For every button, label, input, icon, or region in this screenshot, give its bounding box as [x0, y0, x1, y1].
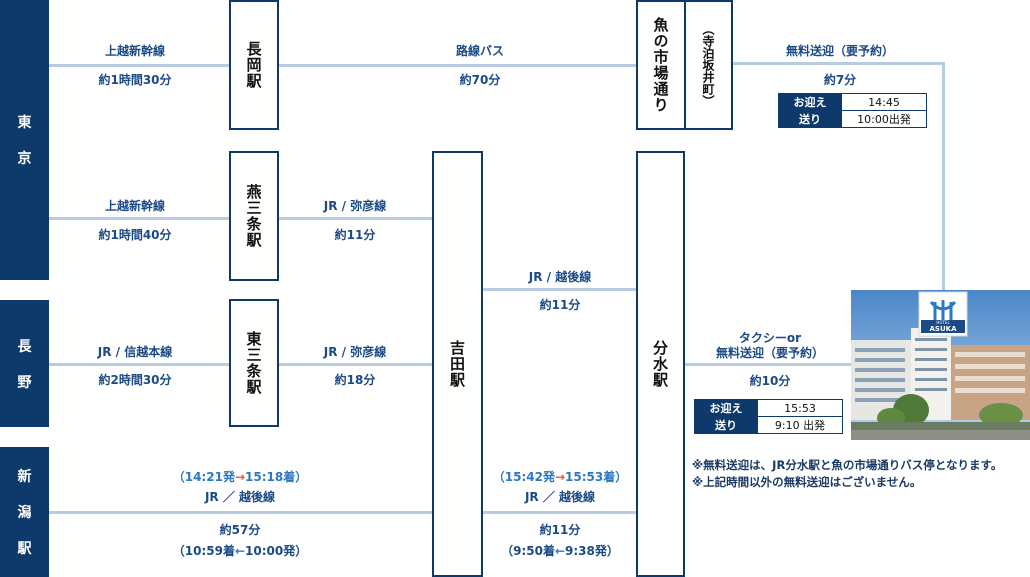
- origin-nagano: 長 野: [0, 300, 49, 427]
- pickup-time: 14:45: [841, 93, 927, 111]
- arrival-time: 9:50着: [513, 544, 555, 558]
- origin-char: 東: [17, 115, 32, 131]
- origin-char: 長: [17, 338, 32, 355]
- origin-niigata: 新 潟 駅: [0, 447, 49, 577]
- route-line-sakana-hotel-vertical: [942, 62, 945, 292]
- route-line-tsubame-yoshida: [278, 217, 433, 220]
- hotel-building-image: HOTEL ASUKA: [851, 290, 1030, 440]
- train-return-times: （9:50着←9:38発）: [501, 544, 619, 558]
- station-higashi-sanjo: 東三条駅: [229, 299, 279, 427]
- note-shuttle-stops: ※無料送迎は、JR分水駅と魚の市場通りバス停となります。: [692, 458, 1003, 472]
- route-duration: 約1時間40分: [98, 228, 172, 242]
- route-line-tokyo-tsubame: [49, 217, 230, 220]
- station-label: 東三条駅: [244, 331, 263, 395]
- route-line-name: JR / 信越本線: [97, 345, 173, 359]
- route-duration: 約1時間30分: [98, 73, 172, 87]
- origin-char: 駅: [17, 541, 32, 557]
- route-line-higashi-yoshida: [278, 363, 433, 366]
- station-label: 分水駅: [651, 340, 669, 388]
- route-line-name: JR / 弥彦線: [323, 345, 387, 359]
- arrow-left-icon: ←: [554, 544, 566, 558]
- station-sakana-market: 魚の市場通り （寺泊坂井町）: [636, 0, 733, 130]
- hotel-logo-name: ASUKA: [930, 325, 958, 333]
- train-outbound-times: （14:21発→15:18着）: [172, 470, 308, 484]
- route-line-nagano-higashi: [49, 363, 230, 366]
- train-outbound-times: （15:42発→15:53着）: [492, 470, 628, 484]
- route-line-name: 上越新幹線: [104, 199, 165, 213]
- route-duration: 約70分: [459, 73, 501, 87]
- route-line-name: JR / 越後線: [528, 270, 592, 284]
- route-line-name: 路線バス: [455, 44, 504, 58]
- note-no-other-shuttle: ※上記時間以外の無料送迎はございません。: [692, 475, 922, 489]
- route-line-nagaoka-sakana: [278, 64, 637, 67]
- arrival-time: 10:59着: [184, 544, 235, 558]
- route-line-name: JR / 弥彦線: [323, 199, 387, 213]
- route-duration: 約2時間30分: [98, 373, 172, 387]
- origin-tokyo: 東 京: [0, 0, 49, 280]
- station-bunsui: 分水駅: [636, 151, 685, 577]
- route-line-sakana-hotel: [732, 62, 945, 65]
- route-line-name: JR ／ 越後線: [204, 490, 276, 504]
- arrow-right-icon: →: [234, 470, 246, 484]
- route-duration: 約11分: [539, 523, 581, 537]
- route-line-tokyo-nagaoka: [49, 64, 230, 67]
- station-label: 魚の市場通り: [651, 17, 670, 113]
- departure-time: 10:00発: [245, 544, 296, 558]
- origin-char: 新: [17, 469, 32, 485]
- departure-time: 9:38発: [565, 544, 607, 558]
- route-duration: 約11分: [539, 298, 581, 312]
- station-label: 吉田駅: [448, 340, 466, 388]
- pickup-time: 15:53: [757, 399, 843, 417]
- origin-char: 京: [17, 151, 32, 167]
- sakana-name-cell: 魚の市場通り: [638, 2, 686, 128]
- dropoff-time: 9:10 出発: [757, 416, 843, 434]
- route-line-name: JR ／ 越後線: [524, 490, 596, 504]
- route-duration: 約10分: [749, 374, 791, 388]
- departure-time: 14:21発: [184, 470, 235, 484]
- route-duration: 約11分: [334, 228, 376, 242]
- station-nagaoka: 長岡駅: [229, 0, 279, 130]
- arrival-time: 15:18着: [245, 470, 296, 484]
- route-duration: 約7分: [823, 73, 857, 87]
- route-line-name: 無料送迎（要予約）: [715, 346, 824, 360]
- departure-time: 15:42発: [504, 470, 555, 484]
- shuttle-timetable-bunsui: お迎え 15:53 送り 9:10 出発: [694, 399, 843, 434]
- route-line-bunsui-hotel: [684, 363, 851, 366]
- route-line-name: 上越新幹線: [104, 44, 165, 58]
- hotel-logo-small: HOTEL: [936, 320, 950, 325]
- pickup-label: お迎え: [778, 93, 842, 111]
- train-return-times: （10:59着←10:00発）: [172, 544, 308, 558]
- route-line-yoshida-bunsui: [482, 288, 637, 291]
- dropoff-time: 10:00出発: [841, 110, 927, 128]
- route-duration: 約57分: [219, 523, 261, 537]
- route-line-name: 無料送迎（要予約）: [785, 44, 894, 58]
- route-line-niigata-yoshida: [49, 511, 433, 514]
- station-sublabel: （寺泊坂井町）: [700, 23, 715, 107]
- route-duration: 約18分: [334, 373, 376, 387]
- pickup-label: お迎え: [694, 399, 758, 417]
- hotel-photo: HOTEL ASUKA: [851, 290, 1030, 440]
- route-line-name: タクシーor: [738, 331, 802, 345]
- station-label: 長岡駅: [244, 41, 263, 89]
- dropoff-label: 送り: [694, 416, 758, 434]
- dropoff-label: 送り: [778, 110, 842, 128]
- arrow-right-icon: →: [554, 470, 566, 484]
- station-label: 燕三条駅: [244, 184, 263, 248]
- sakana-sub-cell: （寺泊坂井町）: [686, 2, 731, 128]
- station-yoshida: 吉田駅: [432, 151, 483, 577]
- shuttle-timetable-sakana: お迎え 14:45 送り 10:00出発: [778, 93, 927, 128]
- station-tsubame-sanjo: 燕三条駅: [229, 151, 279, 281]
- origin-char: 野: [17, 374, 32, 391]
- route-line-yoshida-bunsui-bottom: [482, 511, 637, 514]
- origin-char: 潟: [17, 505, 32, 521]
- arrow-left-icon: ←: [234, 544, 246, 558]
- arrival-time: 15:53着: [565, 470, 616, 484]
